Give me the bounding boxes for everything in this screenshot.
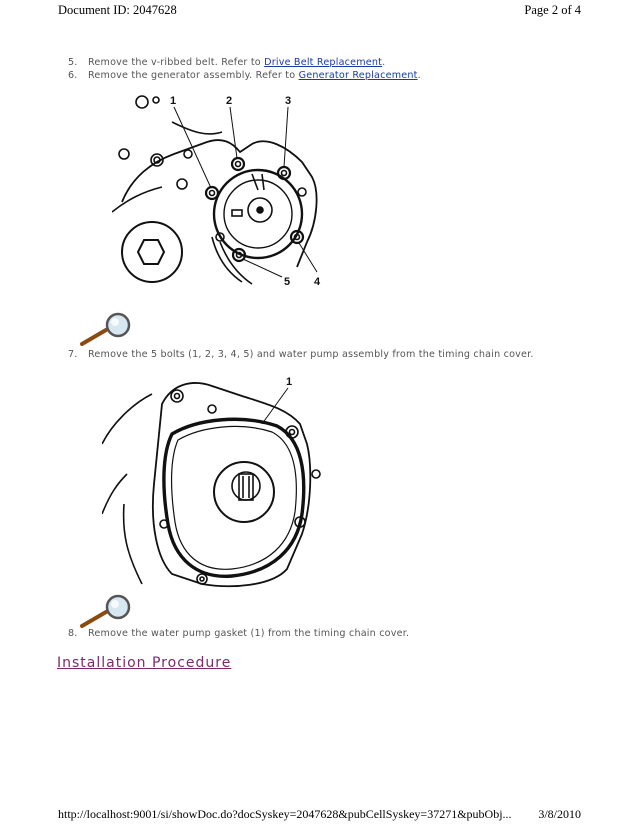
callout-1: 1 (286, 376, 292, 388)
step-tail: . (382, 57, 386, 68)
step-5: 5. Remove the v-ribbed belt. Refer to Dri… (68, 57, 385, 68)
magnifier-icon[interactable] (78, 594, 136, 630)
page-number: Page 2 of 4 (524, 3, 581, 17)
callout-1: 1 (170, 95, 176, 107)
drive-belt-link[interactable]: Drive Belt Replacement (264, 57, 383, 68)
callout-3: 3 (285, 95, 291, 107)
step-8: 8. Remove the water pump gasket (1) from … (68, 628, 409, 639)
step-number: 8. (68, 628, 78, 639)
callout-5: 5 (284, 276, 290, 288)
generator-link[interactable]: Generator Replacement (298, 70, 418, 81)
callout-4: 4 (314, 276, 321, 288)
section-heading: Installation Procedure (57, 655, 232, 671)
step-number: 6. (68, 70, 78, 81)
step-number: 7. (68, 349, 78, 360)
water-pump-bolts-figure: 1 2 3 4 5 (112, 95, 321, 288)
step-7: 7. Remove the 5 bolts (1, 2, 3, 4, 5) and… (68, 349, 534, 360)
step-6: 6. Remove the generator assembly. Refer t… (68, 70, 421, 81)
step-tail: . (417, 70, 421, 81)
step-text: Remove the v-ribbed belt. Refer to (88, 57, 265, 68)
step-text: Remove the water pump gasket (1) from th… (88, 628, 410, 639)
step-text: Remove the generator assembly. Refer to (88, 70, 299, 81)
step-number: 5. (68, 57, 78, 68)
document-id: Document ID: 2047628 (58, 3, 177, 17)
footer-url: http://localhost:9001/si/showDoc.do?docS… (58, 807, 512, 821)
footer-date: 3/8/2010 (538, 807, 581, 821)
callout-2: 2 (226, 95, 232, 107)
step-text: Remove the 5 bolts (1, 2, 3, 4, 5) and w… (88, 349, 534, 360)
water-pump-gasket-figure: 1 (102, 376, 321, 588)
magnifier-icon[interactable] (78, 312, 136, 348)
